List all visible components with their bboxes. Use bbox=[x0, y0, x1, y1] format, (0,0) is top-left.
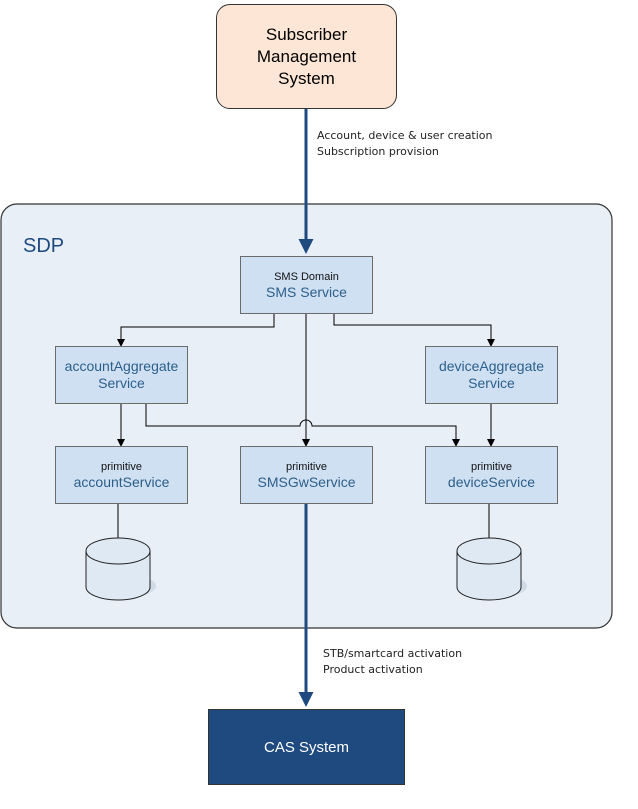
primitive-account-service-box: primitive accountService bbox=[55, 446, 188, 504]
device-service-label: deviceService bbox=[447, 473, 536, 490]
cas-system-label: CAS System bbox=[263, 738, 350, 756]
account-service-label: accountService bbox=[73, 473, 170, 490]
account-aggregate-service-box: accountAggregate Service bbox=[55, 346, 188, 404]
sms-domain-label: SMS Domain bbox=[274, 270, 339, 283]
device-aggregate-service-box: deviceAggregate Service bbox=[425, 346, 558, 404]
subscriber-management-system-box: Subscriber Management System bbox=[216, 4, 397, 109]
account-aggregate-line2: Service bbox=[98, 375, 145, 391]
top-note-line2: Subscription provision bbox=[317, 145, 439, 158]
bottom-note-line1: STB/smartcard activation bbox=[323, 647, 463, 660]
connector-lines bbox=[117, 314, 495, 545]
primitive-account-label: primitive bbox=[101, 460, 142, 473]
device-database-icon bbox=[456, 537, 527, 601]
connector-account-aggregate-to-device-service bbox=[145, 404, 460, 447]
connector-sms-to-account-aggregate bbox=[117, 314, 275, 347]
device-aggregate-line2: Service bbox=[468, 375, 515, 391]
sms-service-label: SMS Service bbox=[266, 283, 347, 300]
top-note-line1: Account, device & user creation bbox=[317, 129, 493, 142]
bottom-flow-note: STB/smartcard activation Product activat… bbox=[323, 646, 462, 678]
subscriber-system-line2: Management bbox=[256, 46, 357, 66]
smsgw-service-label: SMSGwService bbox=[257, 473, 356, 490]
primitive-smsgw-label: primitive bbox=[286, 460, 327, 473]
cas-system-box: CAS System bbox=[208, 709, 405, 785]
sms-domain-box: SMS Domain SMS Service bbox=[240, 256, 373, 314]
sdp-label: SDP bbox=[23, 235, 65, 257]
account-database-icon bbox=[85, 537, 156, 601]
primitive-device-service-box: primitive deviceService bbox=[425, 446, 558, 504]
subscriber-system-line3: System bbox=[278, 68, 335, 88]
bottom-note-line2: Product activation bbox=[323, 663, 423, 676]
top-flow-note: Account, device & user creation Subscrip… bbox=[317, 128, 493, 160]
primitive-smsgw-service-box: primitive SMSGwService bbox=[240, 446, 373, 504]
account-aggregate-line1: accountAggregate bbox=[64, 358, 179, 374]
primitive-device-label: primitive bbox=[471, 460, 512, 473]
connector-sms-to-device-aggregate bbox=[333, 314, 495, 347]
subscriber-system-line1: Subscriber bbox=[265, 24, 348, 44]
device-aggregate-line1: deviceAggregate bbox=[438, 358, 545, 374]
